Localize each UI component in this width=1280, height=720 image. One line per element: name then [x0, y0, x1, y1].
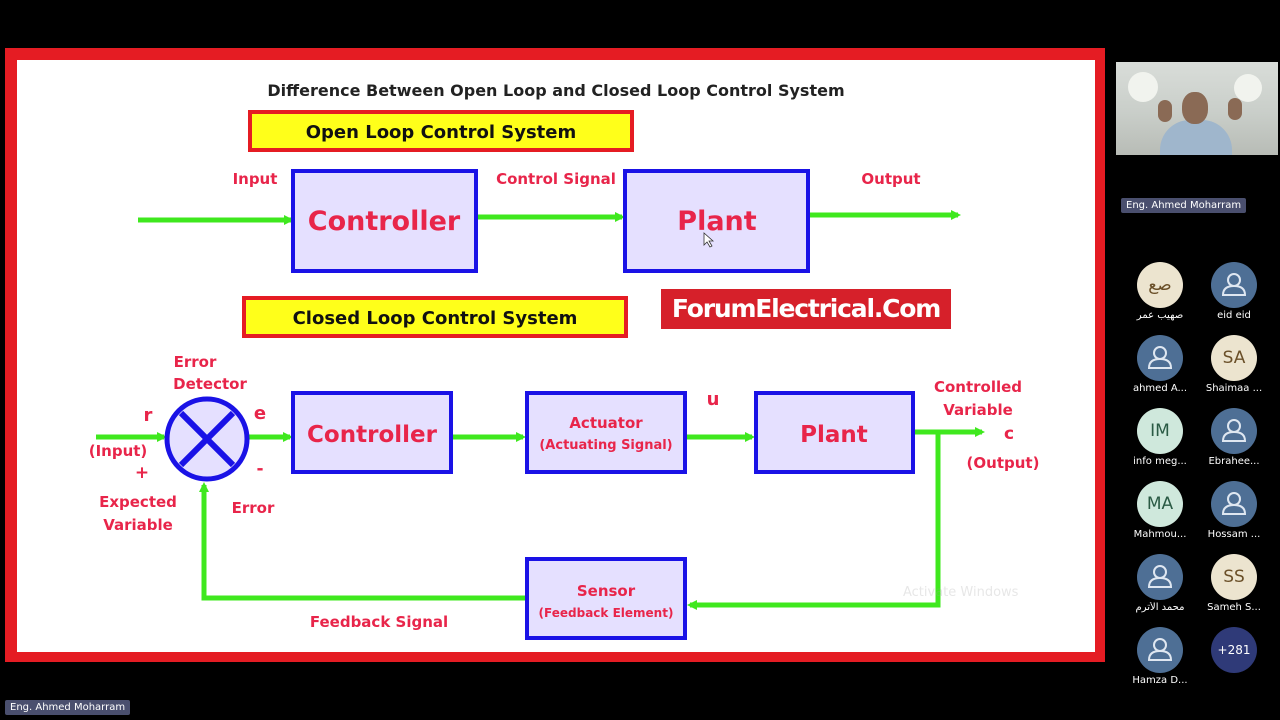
- sensor-label: Sensor: [577, 582, 636, 600]
- lamp-icon: [1234, 74, 1262, 102]
- controlled-variable-label-line1: Controlled: [934, 378, 1022, 396]
- participant-avatar: صع: [1137, 262, 1183, 308]
- presenter-body: [1160, 120, 1232, 155]
- participant-name: Ebrahee...: [1208, 456, 1260, 467]
- sensor-box: [525, 557, 687, 640]
- user-icon: [1211, 481, 1257, 527]
- lamp-icon: [1128, 72, 1158, 102]
- user-icon: [1137, 627, 1183, 673]
- participant-avatar: MA: [1137, 481, 1183, 527]
- u-signal-label: u: [707, 389, 720, 410]
- presenter-name-tag: Eng. Ahmed Moharram: [1121, 198, 1247, 213]
- slide-title: Difference Between Open Loop and Closed …: [267, 81, 844, 100]
- participant-tile[interactable]: ahmed A...: [1123, 335, 1197, 394]
- participant-tile[interactable]: Hossam ...: [1197, 481, 1271, 540]
- mouse-cursor-icon: [703, 232, 715, 248]
- participant-name: info meg...: [1133, 456, 1187, 467]
- participant-tile[interactable]: IM info meg...: [1123, 408, 1197, 467]
- output-c-label: c: [1004, 424, 1014, 444]
- user-icon: [1137, 335, 1183, 381]
- closed-controller-label: Controller: [307, 422, 438, 448]
- participant-avatar: +281: [1211, 627, 1257, 673]
- forumelectrical-logo-bg: [661, 289, 951, 329]
- controlled-variable-label-line2: Variable: [943, 401, 1013, 419]
- junction-cross-2: [178, 410, 236, 468]
- sensor-sublabel: (Feedback Element): [539, 606, 674, 620]
- participant-name: صهيب عمر: [1136, 310, 1184, 321]
- participant-tile[interactable]: Hamza D...: [1123, 627, 1197, 686]
- participant-name: Hossam ...: [1207, 529, 1261, 540]
- reference-r-label: r: [144, 405, 153, 426]
- expected-variable-label-line2: Variable: [103, 516, 173, 534]
- plus-sign-label: +: [135, 463, 149, 483]
- participant-avatar: IM: [1137, 408, 1183, 454]
- closed-input-label: (Input): [89, 442, 148, 460]
- closed-loop-heading: Closed Loop Control System: [293, 308, 578, 329]
- user-icon: [1137, 554, 1183, 600]
- participant-tile[interactable]: محمد الأترم: [1123, 554, 1197, 613]
- closed-controller-box: [291, 391, 453, 474]
- open-input-label: Input: [233, 170, 278, 188]
- open-control-signal-label: Control Signal: [496, 170, 616, 188]
- participant-name: ahmed A...: [1132, 383, 1188, 394]
- participant-tile[interactable]: Ebrahee...: [1197, 408, 1271, 467]
- closed-output-to-sensor-path: [687, 432, 941, 610]
- error-e-label: e: [254, 403, 266, 424]
- presenter-head: [1182, 92, 1208, 124]
- error-detector-label-line1: Error: [174, 353, 217, 371]
- error-detector-label-line2: Detector: [173, 375, 247, 393]
- participant-tile[interactable]: +281: [1197, 627, 1271, 675]
- participant-tile[interactable]: صع صهيب عمر: [1123, 262, 1197, 321]
- participant-name: Sameh S...: [1207, 602, 1261, 613]
- forumelectrical-logo: ForumElectrical.Com: [672, 294, 940, 323]
- participant-tile[interactable]: MA Mahmou...: [1123, 481, 1197, 540]
- actuator-label: Actuator: [569, 414, 643, 432]
- participant-tile[interactable]: SA Shaimaa ...: [1197, 335, 1271, 394]
- closed-loop-heading-box: [242, 296, 628, 338]
- minus-sign-label: -: [256, 459, 263, 479]
- participant-name: محمد الأترم: [1135, 602, 1185, 613]
- open-controller-box: [291, 169, 478, 273]
- closed-output-label: (Output): [967, 454, 1040, 472]
- slide-content: [17, 60, 1095, 652]
- open-loop-heading-box: [248, 110, 634, 152]
- activate-windows-watermark: Activate Windows: [903, 585, 1019, 600]
- presenter-video-tile[interactable]: [1116, 62, 1278, 155]
- error-label: Error: [232, 499, 275, 517]
- presenter-hand: [1228, 98, 1242, 120]
- presenter-hand: [1158, 100, 1172, 122]
- participant-name: eid eid: [1217, 310, 1251, 321]
- user-icon: [1211, 408, 1257, 454]
- bottom-presenter-tag: Eng. Ahmed Moharram: [5, 700, 131, 715]
- closed-plant-label: Plant: [800, 422, 868, 448]
- feedback-signal-path: [199, 482, 526, 601]
- expected-variable-label-line1: Expected: [99, 493, 177, 511]
- participant-name: Hamza D...: [1132, 675, 1188, 686]
- feedback-signal-label: Feedback Signal: [310, 613, 448, 631]
- participant-name: Mahmou...: [1133, 529, 1187, 540]
- user-icon: [1211, 262, 1257, 308]
- closed-plant-box: [754, 391, 915, 474]
- actuator-box: [525, 391, 687, 474]
- open-output-label: Output: [861, 170, 920, 188]
- participant-avatar: SS: [1211, 554, 1257, 600]
- open-loop-heading: Open Loop Control System: [306, 122, 576, 143]
- open-controller-label: Controller: [308, 206, 461, 237]
- open-plant-box: [623, 169, 810, 273]
- participant-avatar: SA: [1211, 335, 1257, 381]
- actuator-sublabel: (Actuating Signal): [539, 438, 672, 453]
- participant-name: Shaimaa ...: [1205, 383, 1263, 394]
- open-plant-label: Plant: [677, 206, 756, 237]
- participant-tile[interactable]: eid eid: [1197, 262, 1271, 321]
- participant-tile[interactable]: SS Sameh S...: [1197, 554, 1271, 613]
